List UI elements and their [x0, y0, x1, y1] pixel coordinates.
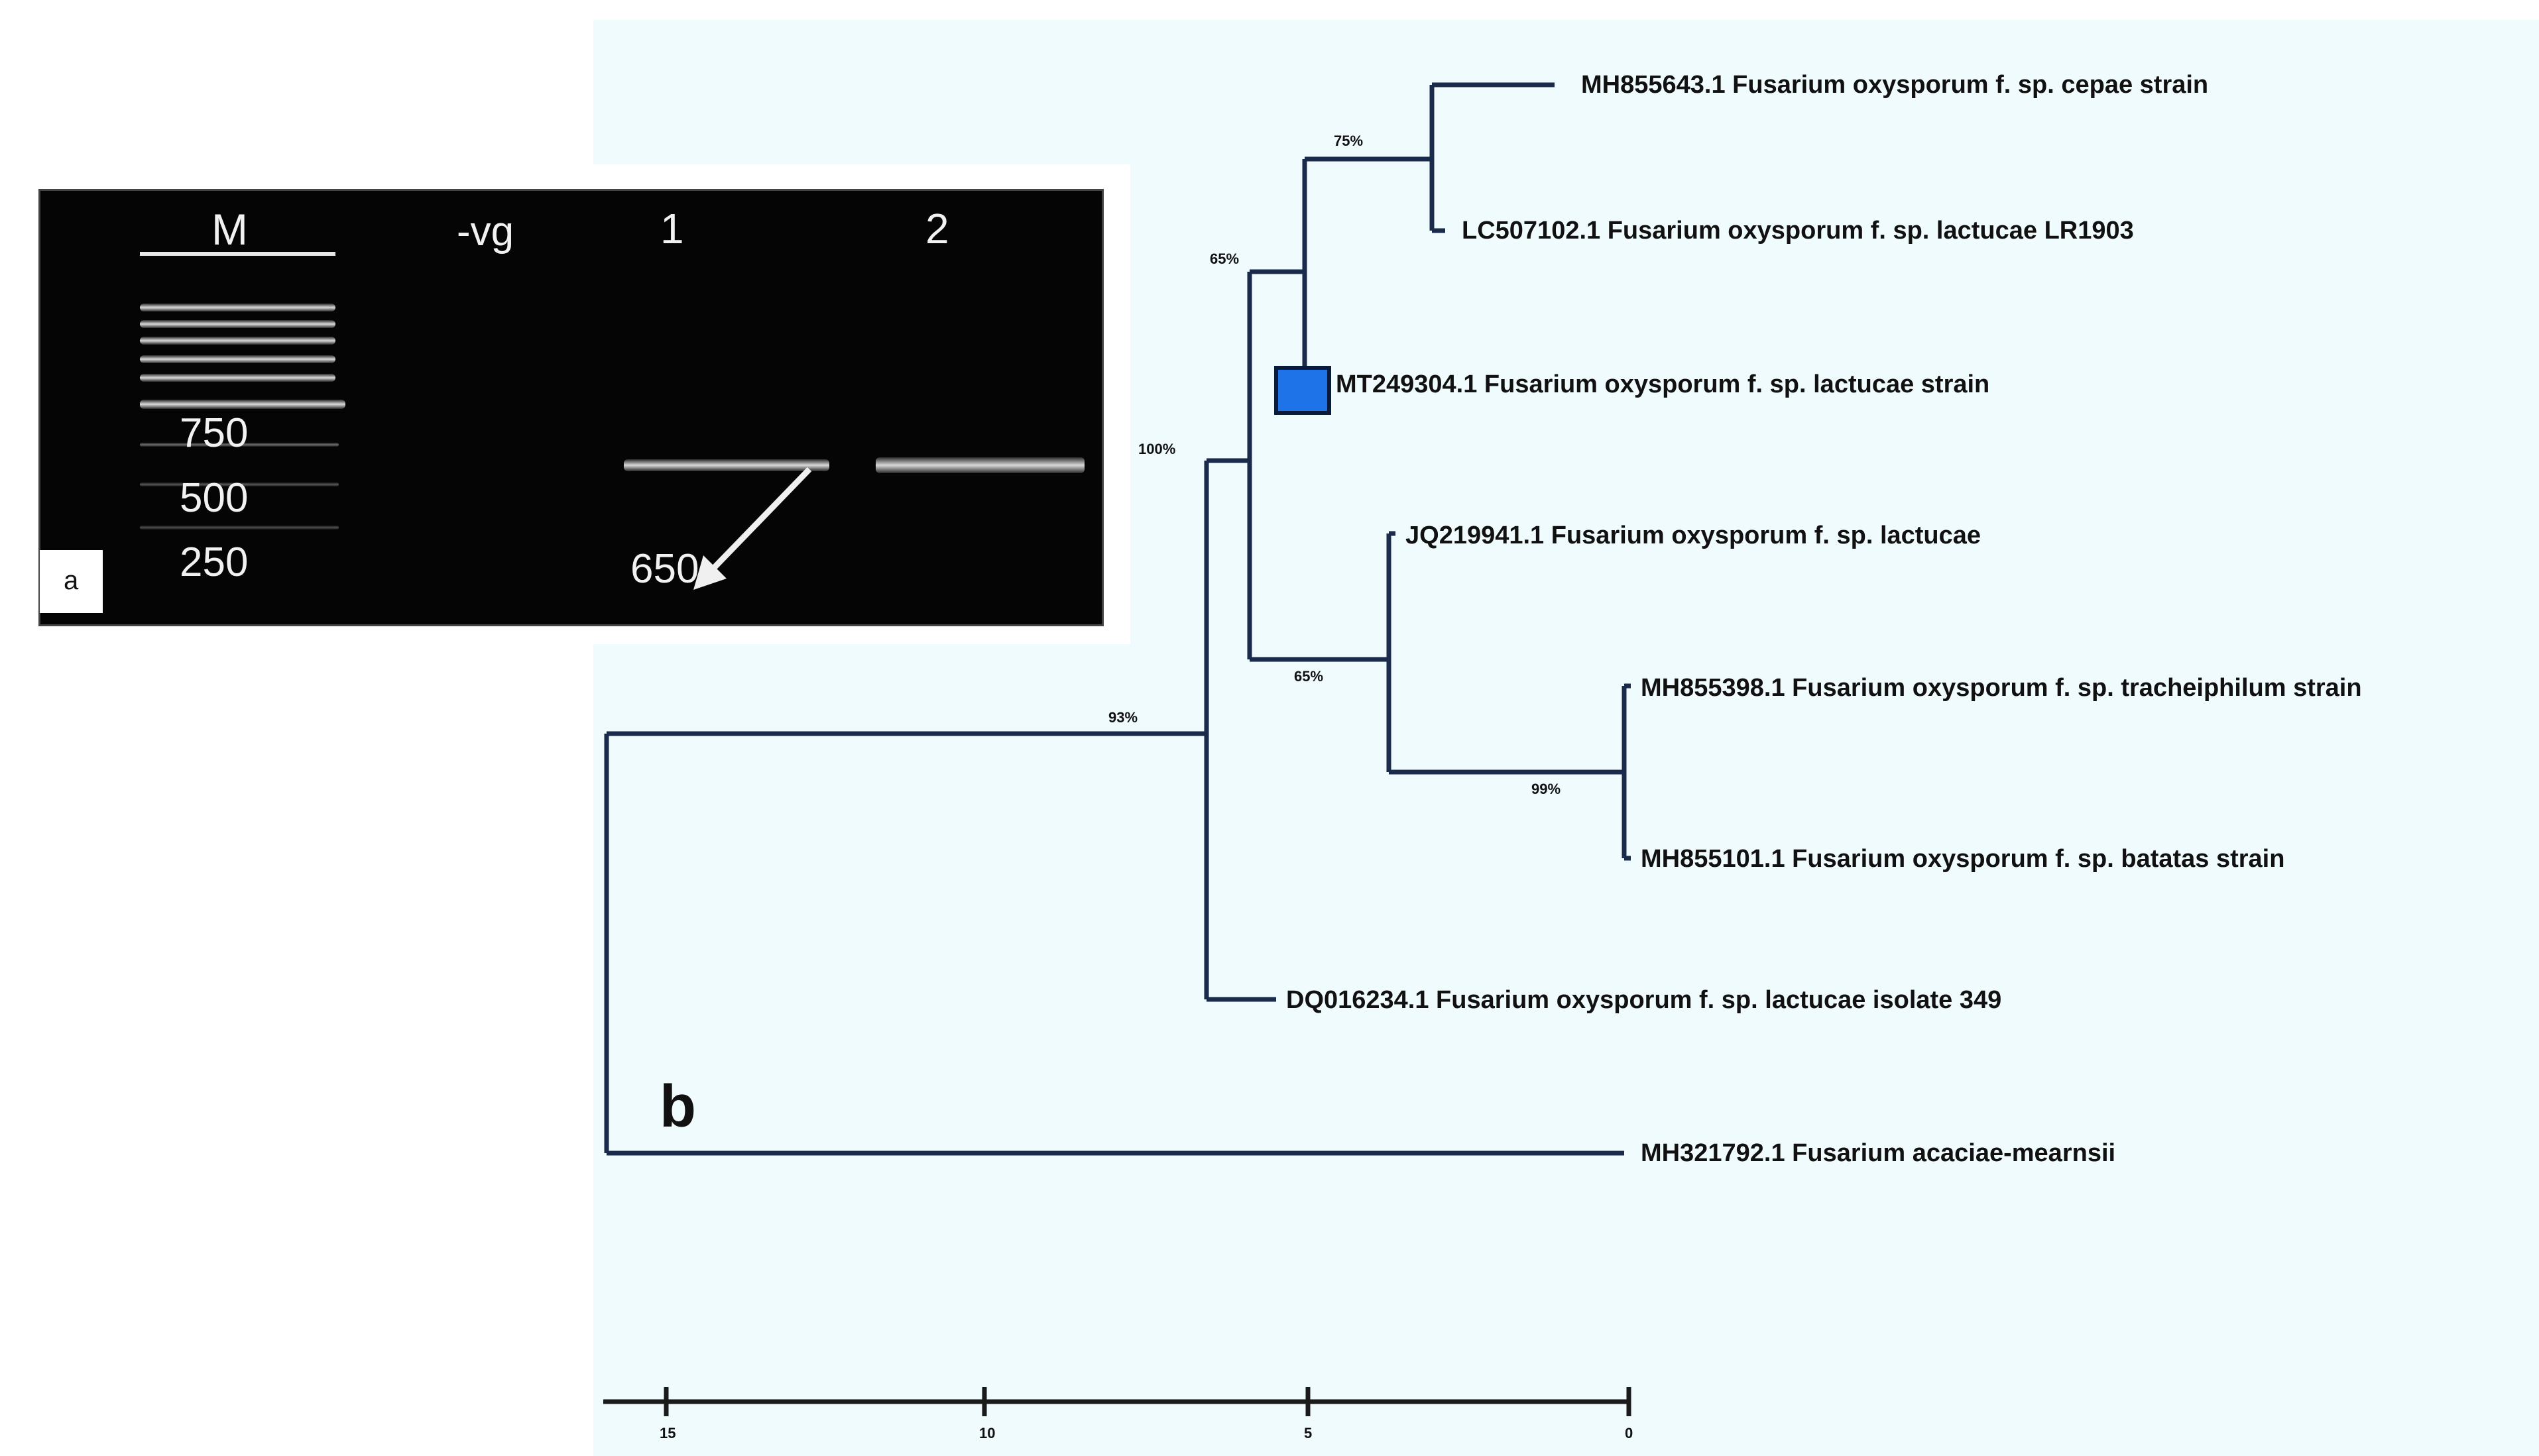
marker-underline — [140, 252, 335, 256]
leaf-label: MT249304.1 Fusarium oxysporum f. sp. lac… — [1336, 370, 1989, 398]
band-size-label: 650 — [630, 546, 699, 592]
lane-label-negative: -vg — [457, 209, 514, 254]
ladder-band-faint — [140, 526, 339, 530]
phylogenetic-tree: MH855643.1 Fusarium oxysporum f. sp. cep… — [603, 71, 2362, 1441]
query-sequence-marker — [1274, 366, 1331, 415]
panel-label-a-badge: a — [40, 550, 103, 613]
arrow-head — [693, 555, 727, 590]
sample-band-lane-1 — [624, 459, 829, 471]
leaf-label: MH855101.1 Fusarium oxysporum f. sp. bat… — [1641, 845, 2284, 873]
ladder-band — [140, 337, 335, 345]
ladder-band — [140, 355, 335, 363]
bootstrap-value: 65% — [1294, 668, 1323, 685]
arrow-shaft — [707, 467, 812, 575]
leaf-label: MH321792.1 Fusarium acaciae-mearnsii — [1641, 1139, 2115, 1167]
ladder-size-label: 500 — [180, 475, 249, 521]
bootstrap-value: 65% — [1210, 251, 1239, 267]
bootstrap-value: 100% — [1138, 441, 1175, 457]
ladder-band — [140, 304, 335, 311]
scale-tick-label: 10 — [979, 1425, 995, 1441]
leaf-label: JQ219941.1 Fusarium oxysporum f. sp. lac… — [1405, 522, 1981, 549]
leaf-label: DQ016234.1 Fusarium oxysporum f. sp. lac… — [1286, 986, 2001, 1014]
panel-label-a: a — [64, 566, 79, 595]
scale-tick-label: 15 — [660, 1425, 676, 1441]
ladder-size-label: 250 — [180, 539, 249, 585]
leaf-label: MH855643.1 Fusarium oxysporum f. sp. cep… — [1581, 71, 2208, 99]
bootstrap-value: 75% — [1334, 133, 1363, 149]
lane-label-1: 1 — [660, 205, 684, 252]
bootstrap-value: 93% — [1108, 709, 1138, 726]
ladder-band — [140, 374, 335, 382]
sample-band-lane-2 — [876, 457, 1085, 473]
band-arrow — [693, 467, 812, 590]
scale-tick-label: 0 — [1625, 1425, 1633, 1441]
leaf-label: LC507102.1 Fusarium oxysporum f. sp. lac… — [1462, 217, 2134, 245]
scale-tick-label: 5 — [1304, 1425, 1312, 1441]
ladder-band-faint — [140, 443, 339, 447]
lane-label-marker: M — [211, 205, 248, 254]
tree-branches — [604, 82, 1631, 1156]
panel-label-b: b — [660, 1074, 696, 1140]
ladder-band — [140, 320, 335, 328]
ladder-band — [140, 400, 345, 409]
ladder-band-faint — [140, 482, 339, 486]
scale-bar — [603, 1387, 1631, 1416]
bootstrap-value: 99% — [1531, 781, 1561, 797]
leaf-label: MH855398.1 Fusarium oxysporum f. sp. tra… — [1641, 674, 2362, 702]
gel-electrophoresis-image: M -vg 1 2 750 500 250 650 — [38, 189, 1104, 626]
lane-label-2: 2 — [925, 205, 949, 252]
ladder-size-label: 750 — [180, 410, 249, 456]
